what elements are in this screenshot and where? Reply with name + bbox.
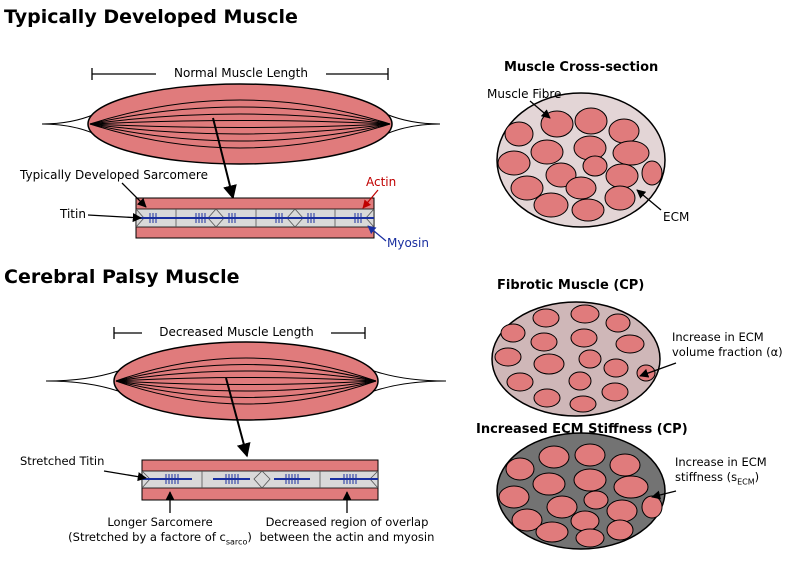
overlap-label: Decreased region of overlap between the … xyxy=(252,515,442,544)
stiffness-note-suffix: ) xyxy=(754,469,760,484)
overlap-line1: Decreased region of overlap xyxy=(265,515,429,529)
fibrotic-cross-section xyxy=(491,301,661,417)
stiffness-title: Increased ECM Stiffness (CP) xyxy=(476,422,688,437)
typical-muscle-belly xyxy=(87,83,393,165)
stiffness-note: Increase in ECM stiffness (sECM) xyxy=(675,455,767,486)
longer-sarcomere-line2: (Stretched by a factore of csarco) xyxy=(40,529,280,546)
titin-pointer xyxy=(87,212,142,223)
myosin-label: Myosin xyxy=(387,236,429,250)
muscle-fibre-label: Muscle Fibre xyxy=(487,87,562,101)
typical-title: Typically Developed Muscle xyxy=(4,6,298,28)
fibrotic-title: Fibrotic Muscle (CP) xyxy=(497,278,645,293)
fibre-pointer xyxy=(529,100,551,119)
ecm-pointer xyxy=(636,189,662,211)
normal-length-text: Normal Muscle Length xyxy=(174,66,308,80)
fibrotic-note-line2: volume fraction (α) xyxy=(672,344,783,359)
actin-pointer xyxy=(362,189,379,209)
cp-sarcomere xyxy=(141,459,379,501)
overlap-line2: between the actin and myosin xyxy=(259,529,435,544)
fibrotic-note: Increase in ECM volume fraction (α) xyxy=(672,330,783,359)
ecm-label: ECM xyxy=(663,210,690,224)
titin-label: Titin xyxy=(60,207,86,221)
actin-label: Actin xyxy=(366,175,397,189)
stiffness-note-prefix: stiffness (s xyxy=(675,469,738,484)
myosin-pointer xyxy=(367,225,387,242)
stiffness-pointer xyxy=(651,490,677,500)
typical-sarcomere xyxy=(135,197,375,239)
cp-title: Cerebral Palsy Muscle xyxy=(4,266,240,288)
normal-length-label: Normal Muscle Length xyxy=(157,67,325,79)
stretched-titin-pointer xyxy=(103,470,147,482)
typical-sarcomere-label: Typically Developed Sarcomere xyxy=(20,168,208,182)
longer-sarcomere-label: Longer Sarcomere (Stretched by a factore… xyxy=(40,515,280,546)
stiffness-note-line2: stiffness (sECM) xyxy=(675,469,767,486)
longer-sarcomere-sub: sarco xyxy=(225,536,248,546)
typical-zoom-arrow xyxy=(212,117,237,200)
stiffness-note-line1: Increase in ECM xyxy=(675,455,767,469)
stiff-ecm-cross-section xyxy=(496,432,666,550)
cp-zoom-arrow xyxy=(225,377,251,458)
stiffness-note-sub: ECM xyxy=(737,476,755,486)
decreased-length-text: Decreased Muscle Length xyxy=(159,325,314,339)
fibrotic-note-line1: Increase in ECM xyxy=(672,330,764,344)
fibrotic-pointer xyxy=(639,362,677,378)
longer-sarcomere-line2-suffix: ) xyxy=(247,529,252,544)
cross-section-title: Muscle Cross-section xyxy=(504,60,659,75)
longer-sarcomere-line2-prefix: (Stretched by a factore of c xyxy=(68,529,226,544)
cp-muscle-belly xyxy=(113,341,379,421)
decreased-length-label: Decreased Muscle Length xyxy=(143,326,330,338)
normal-length-bar xyxy=(91,68,389,80)
cross-section xyxy=(496,92,666,228)
stretched-titin-label: Stretched Titin xyxy=(20,454,105,468)
longer-sarcomere-line1: Longer Sarcomere xyxy=(107,515,213,529)
typical-sarcomere-pointer xyxy=(121,182,147,208)
decreased-length-bar xyxy=(113,327,366,339)
cp-tendons xyxy=(45,370,447,392)
